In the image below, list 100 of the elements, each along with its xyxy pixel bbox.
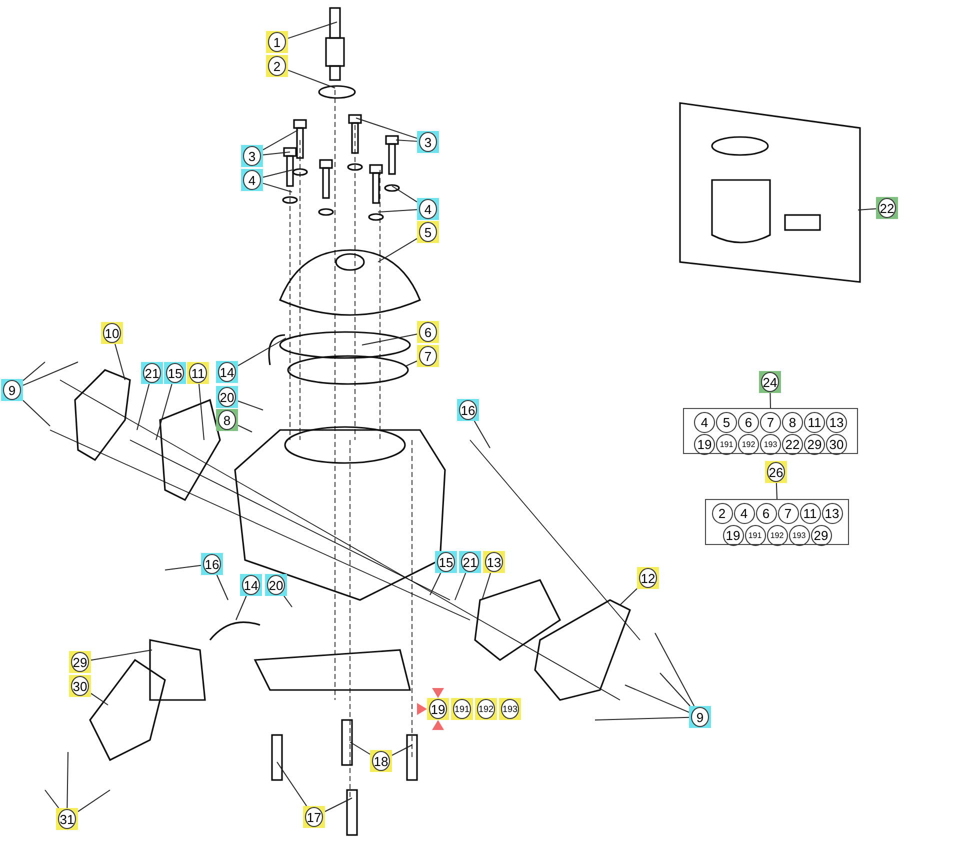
leader-line [238, 400, 264, 410]
leader-line [356, 118, 418, 139]
callout-number: 11 [804, 412, 825, 433]
leader-line [156, 384, 172, 440]
callout-number: 11 [189, 363, 207, 383]
callout-number: 3 [419, 132, 437, 152]
callout-number: 30 [71, 676, 89, 696]
leader-line [288, 22, 338, 39]
callout-number: 29 [804, 434, 825, 455]
leader-line [660, 672, 690, 706]
leader-line [22, 400, 50, 426]
callout-number: 9 [3, 380, 21, 400]
callout-number: 2 [712, 503, 732, 524]
callout-number: 1 [268, 32, 286, 52]
callout-number: 24 [761, 372, 779, 392]
callout-number: 192 [738, 434, 759, 455]
leader-line [284, 596, 292, 608]
callout-number: 6 [756, 503, 776, 524]
callout-number: 13 [485, 552, 503, 572]
callout-number: 191 [716, 434, 737, 455]
leader-line [164, 564, 202, 570]
leader-line [78, 790, 110, 812]
leader-line [288, 70, 336, 88]
callout-number: 5 [716, 412, 737, 433]
leader-line [44, 790, 60, 808]
callout-number: 13 [822, 503, 842, 524]
leader-line [406, 360, 418, 366]
callout-number: 2 [268, 56, 286, 76]
leader-line [482, 572, 492, 600]
leader-line [262, 130, 298, 150]
leader-line [236, 596, 247, 620]
leader-line [324, 798, 352, 812]
leader-line [198, 384, 204, 440]
callout-number: 14 [218, 362, 236, 382]
leader-line [396, 140, 418, 142]
leader-line [858, 208, 876, 210]
leader-line [654, 632, 695, 706]
callout-number: 21 [143, 363, 161, 383]
callout-number: 6 [738, 412, 759, 433]
leader-line [90, 692, 108, 706]
callout-number: 15 [166, 363, 184, 383]
leader-line [238, 338, 286, 366]
callout-number: 193 [760, 434, 781, 455]
callout-number: 4 [419, 199, 437, 219]
leader-line [262, 182, 292, 192]
callout-number: 4 [734, 503, 754, 524]
leader-line [66, 752, 68, 808]
callout-number: 10 [103, 323, 121, 343]
callout-number: 7 [419, 346, 437, 366]
callout-number: 191 [453, 699, 471, 719]
callout-number: 22 [878, 198, 896, 218]
callout-number: 17 [305, 807, 323, 827]
leader-line [620, 588, 638, 606]
leader-line [350, 742, 370, 755]
leader-line [454, 572, 466, 600]
callout-number: 18 [372, 751, 390, 771]
leader-line [216, 574, 228, 600]
callout-number: 29 [71, 652, 89, 672]
callout-number: 193 [501, 699, 519, 719]
callout-number: 3 [243, 146, 261, 166]
callout-number: 8 [782, 412, 803, 433]
leader-line [378, 209, 418, 212]
leader-line [90, 650, 152, 661]
callout-number: 16 [459, 400, 477, 420]
callout-number: 8 [218, 410, 236, 430]
leader-line [22, 362, 78, 386]
callout-number: 15 [437, 552, 455, 572]
leader-line [594, 716, 690, 720]
callout-number: 5 [419, 222, 437, 242]
callout-number: 20 [218, 387, 236, 407]
leader-line [238, 424, 252, 432]
callout-number: 191 [744, 525, 766, 546]
leader-line [362, 334, 418, 346]
callout-number: 19 [722, 525, 744, 546]
callout-number: 9 [691, 707, 709, 727]
callout-number: 6 [419, 322, 437, 342]
callout-number: 16 [203, 554, 221, 574]
callout-number: 19 [429, 699, 447, 719]
callout-number: 22 [782, 434, 803, 455]
callout-number: 4 [243, 170, 261, 190]
leader-line [776, 482, 778, 500]
callout-number: 12 [639, 568, 657, 588]
callout-number: 4 [694, 412, 715, 433]
callout-number: 19 [694, 434, 715, 455]
leader-line [114, 344, 126, 380]
leader-line [262, 152, 290, 156]
leader-line [378, 238, 418, 262]
callout-number: 14 [242, 575, 260, 595]
callout-number: 193 [788, 525, 810, 546]
callout-number: 26 [767, 462, 785, 482]
leader-line [22, 362, 46, 382]
callout-number: 20 [267, 575, 285, 595]
callout-number: 192 [477, 699, 495, 719]
leader-line [474, 420, 490, 448]
leader-line [262, 170, 292, 178]
kit-contents-box [683, 408, 858, 454]
leader-line [136, 384, 150, 430]
callout-number: 30 [826, 434, 847, 455]
callout-number: 29 [810, 525, 832, 546]
kit-contents-box [705, 499, 849, 545]
